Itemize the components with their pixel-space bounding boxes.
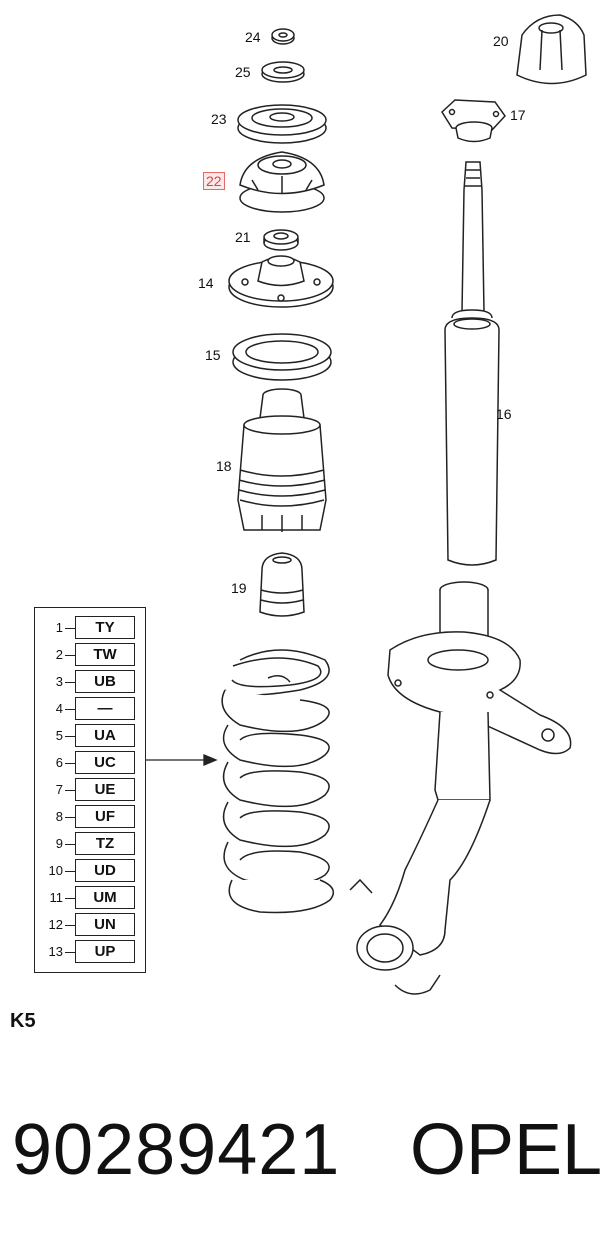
part-23-mount-plate — [237, 104, 327, 144]
page-code: K5 — [10, 1010, 36, 1032]
legend-row: 3 UB — [35, 668, 145, 695]
legend-number: 6 — [55, 755, 63, 770]
callout-24: 24 — [245, 29, 261, 45]
legend-number: 4 — [55, 701, 63, 716]
callout-17: 17 — [510, 107, 526, 123]
part-19-bump-stop — [259, 552, 305, 617]
legend-code: UD — [75, 859, 135, 882]
legend-code: UM — [75, 886, 135, 909]
part-24-nut — [271, 28, 295, 45]
part-14-bearing-plate — [228, 255, 334, 308]
legend-number: 9 — [55, 836, 63, 851]
legend-row: 10 UD — [35, 857, 145, 884]
legend-row: 4— — [35, 695, 145, 722]
legend-code: UF — [75, 805, 135, 828]
part-25-washer — [261, 61, 305, 83]
legend-number: 11 — [49, 890, 64, 905]
legend-code: UC — [75, 751, 135, 774]
legend-code: UN — [75, 913, 135, 936]
legend-code: TW — [75, 643, 135, 666]
legend-code: TZ — [75, 832, 135, 855]
part-20-rubber-cap — [516, 14, 587, 85]
legend-row: 5 UA — [35, 722, 145, 749]
part-strut-knuckle — [349, 581, 572, 995]
legend-code: TY — [75, 616, 135, 639]
part-15-spring-seat — [232, 333, 332, 381]
legend-row: 11 UM — [35, 884, 145, 911]
legend-number: 10 — [48, 863, 63, 878]
legend-row: 7 UE — [35, 776, 145, 803]
legend-row: 2 TW — [35, 641, 145, 668]
legend-number: 7 — [55, 782, 63, 797]
part-16-shock-absorber — [444, 161, 500, 566]
legend-number: 12 — [48, 917, 63, 932]
part-17-top-nut — [441, 99, 506, 143]
legend-row: 13 UP — [35, 938, 145, 965]
legend-row: 9 TZ — [35, 830, 145, 857]
callout-16: 16 — [496, 406, 512, 422]
legend-number: 5 — [55, 728, 63, 743]
callout-18: 18 — [216, 458, 232, 474]
legend-code: UE — [75, 778, 135, 801]
callout-23: 23 — [211, 111, 227, 127]
callout-25: 25 — [235, 64, 251, 80]
part-number: 90289421 — [12, 1110, 341, 1190]
part-coil-spring — [221, 649, 335, 914]
callout-22: 22 — [203, 172, 225, 190]
part-22-strut-mount — [239, 151, 325, 213]
legend-code: — — [75, 697, 135, 720]
legend-number: 2 — [55, 647, 63, 662]
legend-row: 8 UF — [35, 803, 145, 830]
legend-code: UP — [75, 940, 135, 963]
callout-21: 21 — [235, 229, 251, 245]
legend-row: 6 UC — [35, 749, 145, 776]
legend-number: 1 — [55, 620, 63, 635]
exploded-suspension-diagram — [146, 14, 587, 995]
legend-code: UA — [75, 724, 135, 747]
callout-15: 15 — [205, 347, 221, 363]
part-18-dust-boot — [237, 388, 327, 532]
callout-20: 20 — [493, 33, 509, 49]
legend-code: UB — [75, 670, 135, 693]
legend-number: 13 — [48, 944, 63, 959]
legend-arrow-head — [203, 754, 218, 766]
part-21-spacer — [263, 229, 299, 251]
legend-number: 3 — [55, 674, 63, 689]
legend-row: 12 UN — [35, 911, 145, 938]
callout-14: 14 — [198, 275, 214, 291]
legend-number: 8 — [55, 809, 63, 824]
brand-name: OPEL — [410, 1110, 600, 1190]
callout-19: 19 — [231, 580, 247, 596]
legend-row: 1 TY — [35, 614, 145, 641]
